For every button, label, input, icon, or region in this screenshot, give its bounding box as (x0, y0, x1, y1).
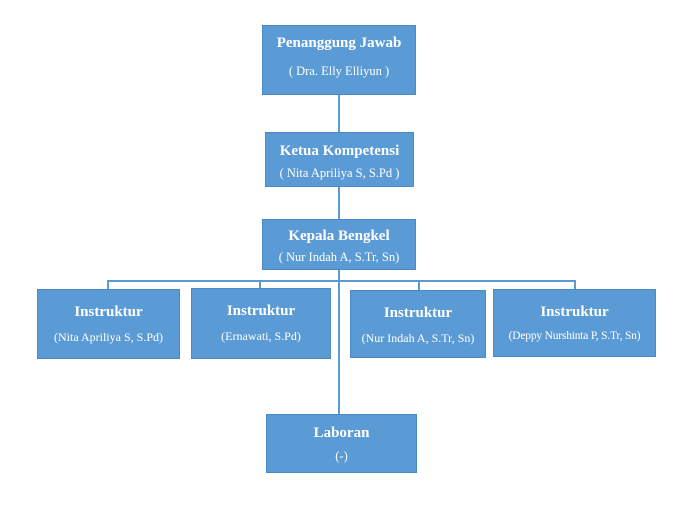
connector-instructor-4 (574, 280, 576, 289)
node-name: (Ernawati, S.Pd) (221, 329, 301, 343)
connector-workshop-head-to-lab (338, 270, 340, 414)
node-title: Laboran (313, 425, 370, 441)
connector-instructor-2 (259, 280, 261, 288)
node-name: (Nur Indah A, S.Tr, Sn) (361, 331, 475, 345)
connector-head-to-chair (338, 95, 340, 132)
node-name: ( Nur Indah A, S.Tr, Sn) (278, 250, 400, 264)
node-title: Instruktur (383, 305, 453, 321)
node-kepala-bengkel: Kepala Bengkel ( Nur Indah A, S.Tr, Sn) (262, 219, 416, 270)
node-name: (Deppy Nurshinta P, S.Tr, Sn) (508, 330, 641, 342)
node-name: (Nita Apriliya S, S.Pd) (53, 330, 163, 344)
node-name: ( Dra. Elly Elliyun ) (288, 64, 390, 78)
node-title: Instruktur (74, 304, 143, 320)
node-title: Ketua Kompetensi (279, 143, 400, 159)
node-title: Kepala Bengkel (288, 228, 390, 244)
node-laboran: Laboran (-) (266, 414, 417, 473)
connector-instructor-1 (107, 280, 109, 289)
node-instruktur-1: Instruktur (Nita Apriliya S, S.Pd) (37, 289, 180, 359)
node-name: (-) (335, 449, 348, 463)
node-instruktur-4: Instruktur (Deppy Nurshinta P, S.Tr, Sn) (493, 289, 656, 357)
node-instruktur-2: Instruktur (Ernawati, S.Pd) (191, 288, 331, 359)
node-ketua-kompetensi: Ketua Kompetensi ( Nita Apriliya S, S.Pd… (265, 132, 414, 187)
connector-instructor-bus (107, 280, 576, 282)
node-title: Instruktur (540, 304, 609, 320)
node-title: Penanggung Jawab (276, 35, 402, 51)
connector-instructor-3 (418, 280, 420, 290)
node-penanggung-jawab: Penanggung Jawab ( Dra. Elly Elliyun ) (262, 25, 416, 95)
node-instruktur-3: Instruktur (Nur Indah A, S.Tr, Sn) (350, 290, 486, 358)
node-title: Instruktur (226, 303, 296, 319)
node-name: ( Nita Apriliya S, S.Pd ) (279, 166, 400, 180)
connector-chair-to-workshop-head (338, 187, 340, 219)
